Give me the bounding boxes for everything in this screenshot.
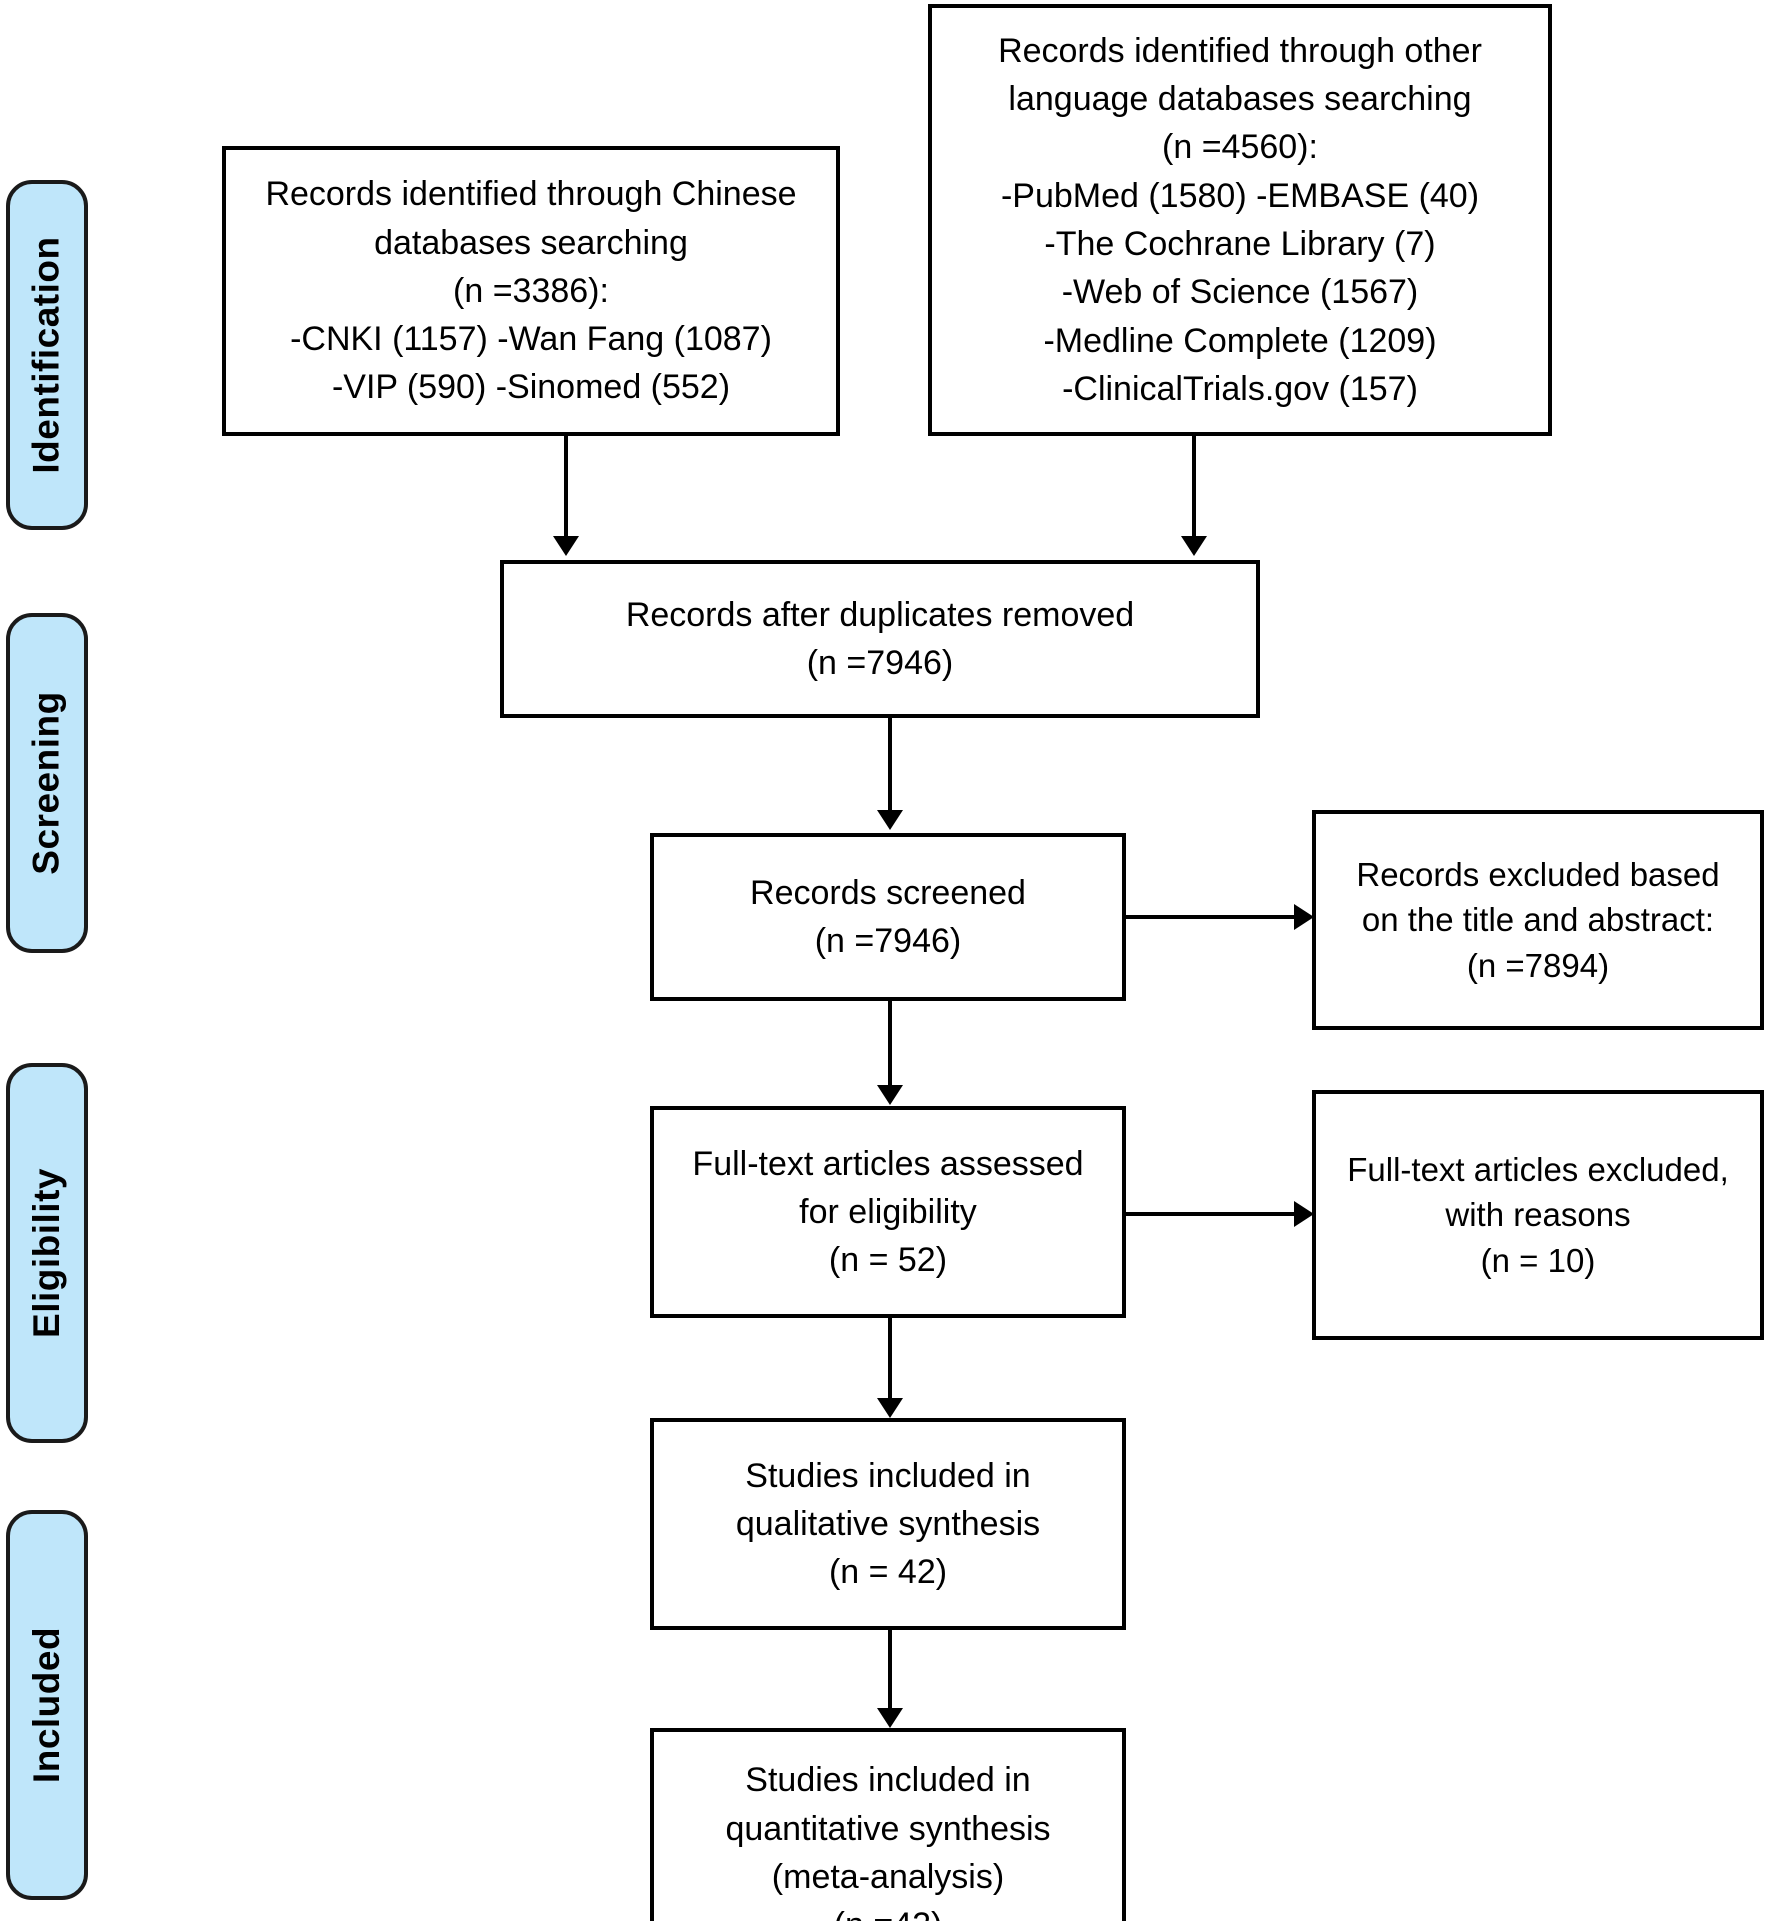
node-qualitative-synthesis: Studies included in qualitative synthesi…	[650, 1418, 1126, 1630]
node-qualitative-synthesis-text: Studies included in qualitative synthesi…	[735, 1456, 1041, 1592]
connector-chinese-to-duplicates	[564, 436, 568, 536]
arrowhead-qualitative-to-quantitative	[877, 1708, 903, 1728]
phase-included: Included	[6, 1510, 88, 1900]
connector-screened-to-excluded	[1126, 915, 1294, 919]
phase-included-label: Included	[26, 1626, 67, 1784]
connector-screened-to-fulltext	[888, 1001, 892, 1085]
arrowhead-chinese-to-duplicates	[553, 536, 579, 556]
node-other-language-databases-text: Records identified through other languag…	[998, 31, 1482, 408]
node-other-language-databases: Records identified through other languag…	[928, 4, 1552, 436]
arrowhead-fulltext-to-excluded	[1294, 1201, 1314, 1227]
arrowhead-other-to-duplicates	[1181, 536, 1207, 556]
node-records-screened: Records screened (n =7946)	[650, 833, 1126, 1001]
phase-identification-label: Identification	[26, 236, 68, 474]
phase-screening: Screening	[6, 613, 88, 953]
node-duplicates-removed: Records after duplicates removed (n =794…	[500, 560, 1260, 718]
node-records-excluded-text: Records excluded based on the title and …	[1356, 855, 1720, 984]
phase-eligibility: Eligibility	[6, 1063, 88, 1443]
connector-other-to-duplicates	[1192, 436, 1196, 536]
node-records-excluded: Records excluded based on the title and …	[1312, 810, 1764, 1030]
connector-duplicates-to-screened	[888, 718, 892, 810]
node-fulltext-assessed: Full-text articles assessed for eligibil…	[650, 1106, 1126, 1318]
arrowhead-duplicates-to-screened	[877, 810, 903, 830]
connector-fulltext-to-excluded	[1126, 1212, 1294, 1216]
arrowhead-screened-to-excluded	[1294, 904, 1314, 930]
node-fulltext-excluded-text: Full-text articles excluded, with reason…	[1347, 1150, 1729, 1279]
node-chinese-databases: Records identified through Chinese datab…	[222, 146, 840, 436]
node-fulltext-excluded: Full-text articles excluded, with reason…	[1312, 1090, 1764, 1340]
node-fulltext-assessed-text: Full-text articles assessed for eligibil…	[692, 1144, 1084, 1280]
phase-screening-label: Screening	[26, 691, 67, 875]
node-duplicates-removed-text: Records after duplicates removed (n =794…	[625, 595, 1135, 682]
connector-fulltext-to-qualitative	[888, 1318, 892, 1398]
phase-eligibility-label: Eligibility	[26, 1168, 67, 1338]
phase-identification: Identification	[6, 180, 88, 530]
node-quantitative-synthesis-text: Studies included in quantitative synthes…	[725, 1761, 1051, 1921]
arrowhead-screened-to-fulltext	[877, 1085, 903, 1105]
node-quantitative-synthesis: Studies included in quantitative synthes…	[650, 1728, 1126, 1921]
connector-qualitative-to-quantitative	[888, 1630, 892, 1708]
node-records-screened-text: Records screened (n =7946)	[750, 873, 1026, 960]
node-chinese-databases-text: Records identified through Chinese datab…	[265, 175, 797, 407]
arrowhead-fulltext-to-qualitative	[877, 1398, 903, 1418]
